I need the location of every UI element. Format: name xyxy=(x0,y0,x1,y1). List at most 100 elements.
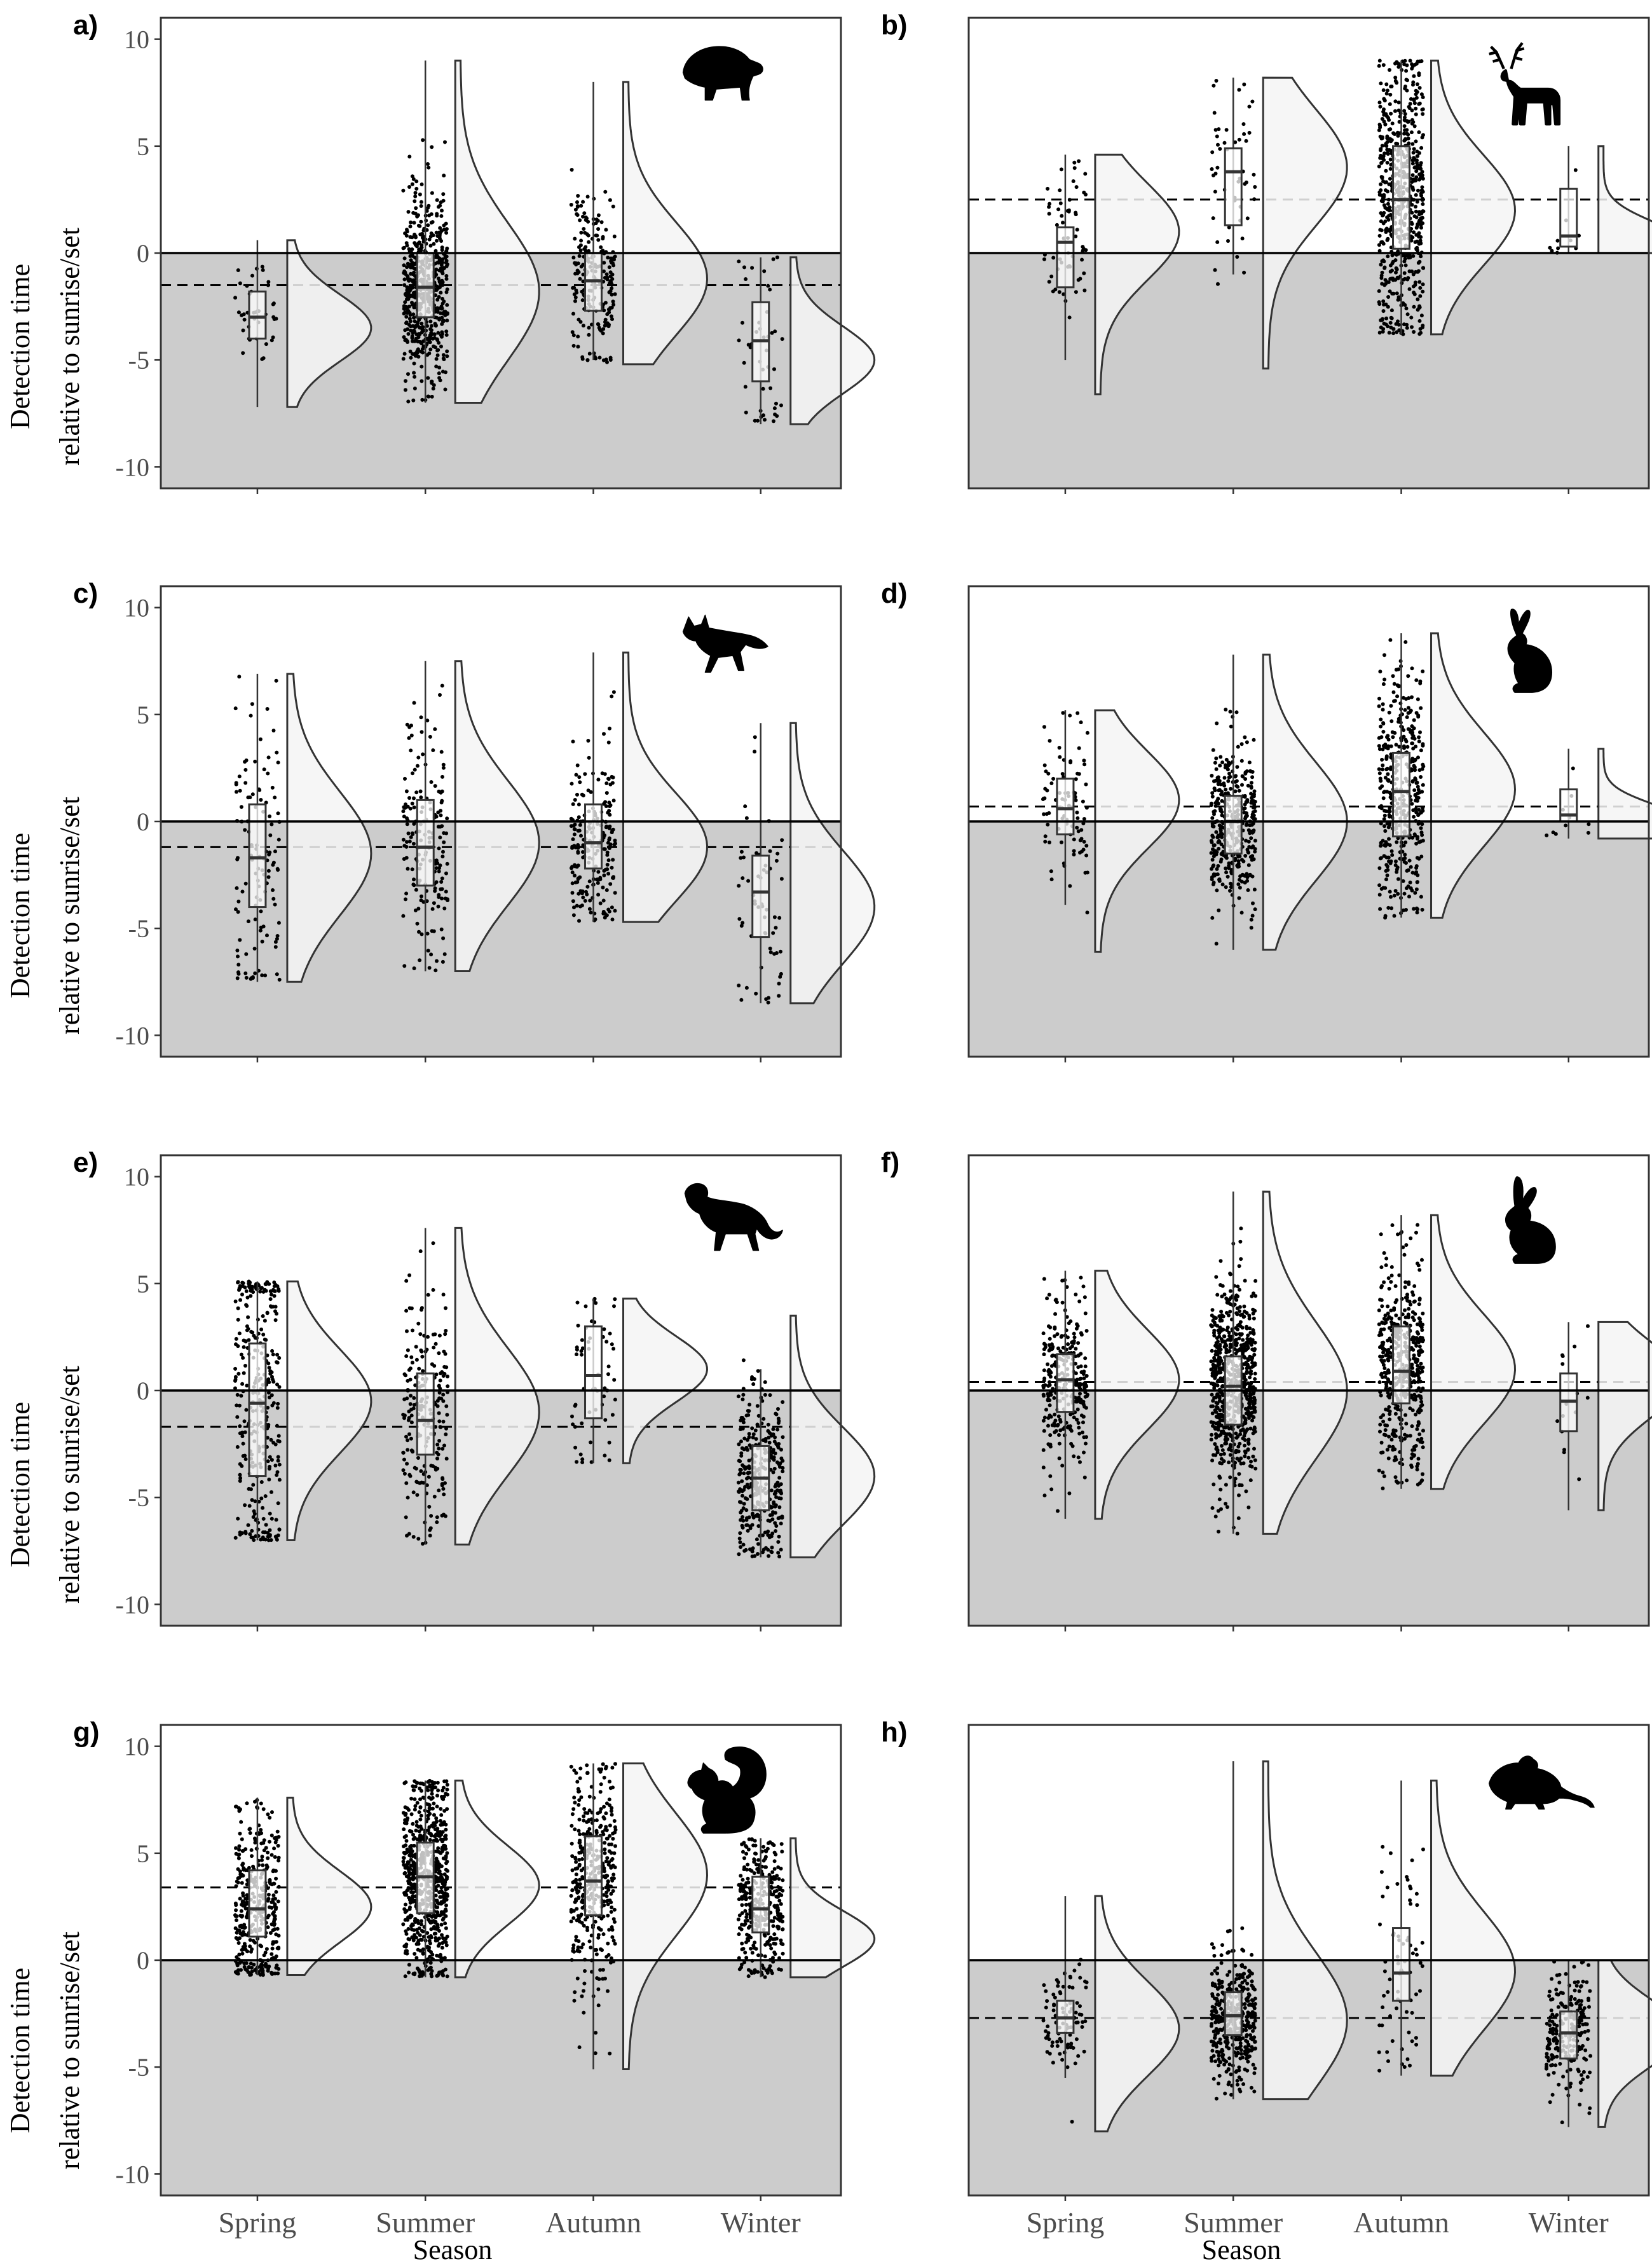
data-point xyxy=(439,1425,443,1429)
data-point xyxy=(1414,906,1419,910)
data-point xyxy=(767,1431,772,1435)
data-point xyxy=(432,1345,436,1350)
data-point xyxy=(1386,825,1391,830)
data-point xyxy=(1386,778,1391,782)
data-point xyxy=(744,1446,749,1450)
data-point xyxy=(263,1319,267,1323)
data-point xyxy=(1053,1412,1057,1417)
data-point xyxy=(1379,147,1383,151)
data-point xyxy=(737,1552,741,1556)
data-point xyxy=(1414,233,1419,237)
data-point xyxy=(1074,777,1078,781)
data-point xyxy=(238,1298,243,1302)
data-point xyxy=(752,1377,756,1381)
data-point xyxy=(412,877,416,882)
box-iqr xyxy=(248,291,267,340)
data-point xyxy=(1076,1365,1081,1370)
data-point xyxy=(773,412,777,416)
data-point xyxy=(444,259,449,263)
data-point xyxy=(1236,1284,1240,1289)
data-point xyxy=(570,781,574,786)
box-iqr xyxy=(1224,795,1243,855)
data-point xyxy=(1379,182,1383,186)
data-point xyxy=(406,804,410,809)
data-point xyxy=(1411,284,1416,289)
data-point xyxy=(1238,1483,1242,1487)
data-point xyxy=(1411,272,1416,277)
data-point xyxy=(570,891,575,895)
data-point xyxy=(587,879,592,884)
data-point xyxy=(413,374,417,379)
data-point xyxy=(1409,130,1414,135)
data-point xyxy=(1417,102,1421,106)
data-point xyxy=(1215,872,1220,877)
data-point xyxy=(603,189,608,194)
data-point xyxy=(271,315,276,319)
density-violin xyxy=(789,256,876,425)
data-point xyxy=(739,1500,743,1504)
data-point xyxy=(1389,308,1394,313)
data-point xyxy=(571,837,575,841)
data-point xyxy=(1243,1443,1246,1448)
data-point xyxy=(421,752,425,757)
data-point xyxy=(1252,857,1256,862)
data-point xyxy=(1211,216,1215,221)
data-point xyxy=(419,715,423,720)
data-point xyxy=(1081,1420,1085,1425)
data-point xyxy=(250,1330,255,1335)
data-point xyxy=(580,1457,585,1462)
data-point xyxy=(1049,274,1054,278)
data-point xyxy=(1075,810,1079,814)
data-point xyxy=(234,907,238,912)
data-point xyxy=(272,1284,276,1288)
data-point xyxy=(1380,270,1384,275)
data-point xyxy=(1210,1349,1214,1353)
data-point xyxy=(1387,837,1391,841)
data-point xyxy=(1377,64,1381,68)
data-point xyxy=(266,1534,270,1539)
data-point xyxy=(433,324,438,328)
data-point xyxy=(1082,839,1086,844)
data-point xyxy=(425,324,429,328)
data-point xyxy=(1382,677,1387,682)
data-point xyxy=(610,781,615,785)
data-point xyxy=(1222,783,1227,788)
data-point xyxy=(1382,843,1386,848)
data-point xyxy=(761,387,765,391)
data-point xyxy=(1391,674,1395,678)
data-point xyxy=(1076,1421,1081,1425)
data-point xyxy=(571,256,576,260)
data-point xyxy=(753,735,757,739)
data-point xyxy=(1379,81,1383,86)
data-point xyxy=(1047,205,1051,209)
data-point xyxy=(1377,771,1382,776)
data-point xyxy=(742,1471,746,1476)
data-point xyxy=(1077,1384,1081,1389)
data-point xyxy=(411,285,415,290)
data-point xyxy=(1224,128,1229,132)
data-point xyxy=(1409,865,1413,869)
data-point xyxy=(1421,133,1425,137)
data-point xyxy=(1224,1502,1228,1506)
data-point xyxy=(266,771,270,776)
data-point xyxy=(433,1342,438,1346)
data-point xyxy=(444,277,449,281)
data-point xyxy=(1408,102,1412,106)
data-point xyxy=(427,213,432,217)
data-point xyxy=(610,1342,614,1347)
data-point xyxy=(241,1441,245,1446)
data-point xyxy=(411,280,415,284)
data-point xyxy=(420,1308,423,1312)
data-point xyxy=(415,1493,420,1497)
data-point xyxy=(1389,315,1393,320)
data-point xyxy=(1389,906,1394,910)
data-point xyxy=(607,800,611,805)
data-point xyxy=(444,274,449,278)
data-point xyxy=(1387,118,1391,122)
data-point xyxy=(1388,68,1391,72)
data-point xyxy=(769,1534,774,1539)
data-point xyxy=(236,899,241,903)
data-point xyxy=(414,186,419,191)
data-point xyxy=(243,1364,247,1368)
data-point xyxy=(440,283,445,287)
